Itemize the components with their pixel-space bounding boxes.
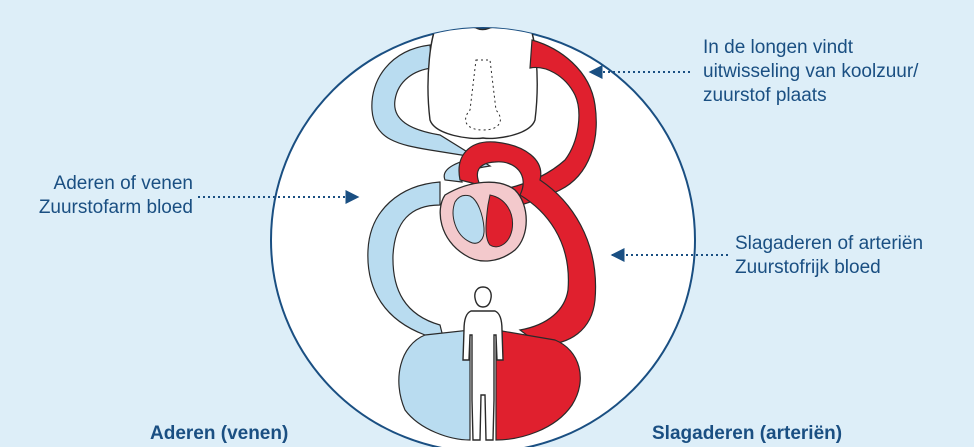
veins-label-line2: Zuurstofarm bloed [39,196,193,220]
arteries-label-line1: Slagaderen of arteriën [735,232,923,256]
caption-veins: Aderen (venen) [150,423,288,445]
veins-label-line1: Aderen of venen [39,172,193,196]
lungs-label-line1: In de longen vindt [703,36,918,60]
arteries-label: Slagaderen of arteriën Zuurstofrijk bloe… [735,232,923,280]
lungs-label-line2: uitwisseling van koolzuur/ [703,60,918,84]
caption-arteries: Slagaderen (arteriën) [652,423,842,445]
veins-label: Aderen of venen Zuurstofarm bloed [39,172,193,220]
arteries-label-line2: Zuurstofrijk bloed [735,256,923,280]
lungs-label: In de longen vindt uitwisseling van kool… [703,36,918,108]
lungs-label-line3: zuurstof plaats [703,84,918,108]
